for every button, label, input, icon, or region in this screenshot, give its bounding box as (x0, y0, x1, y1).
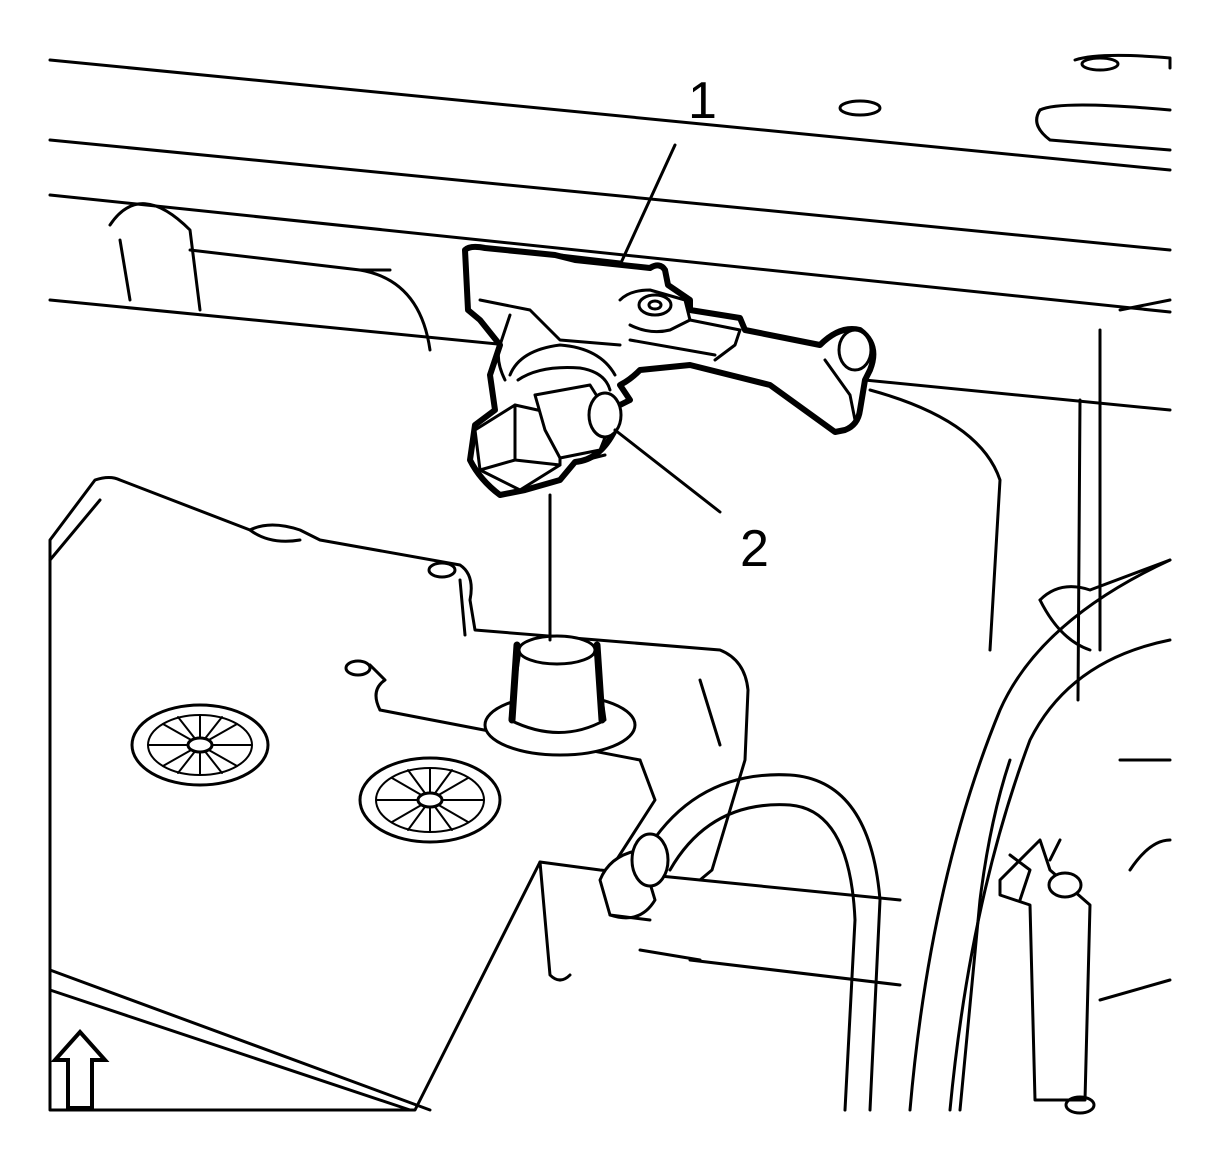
battery-cable (598, 558, 1172, 1115)
battery-terminal-clamp (462, 243, 877, 498)
callout-2-label: 2 (740, 520, 769, 578)
vent-cap-right (358, 756, 502, 844)
forward-arrow-icon (50, 1028, 110, 1110)
body-panels (48, 53, 1172, 1112)
callout-1-label: 1 (688, 72, 717, 130)
battery (48, 476, 750, 1112)
vent-cap-left (130, 703, 270, 787)
battery-post (483, 634, 637, 757)
leader-lines (548, 143, 722, 642)
